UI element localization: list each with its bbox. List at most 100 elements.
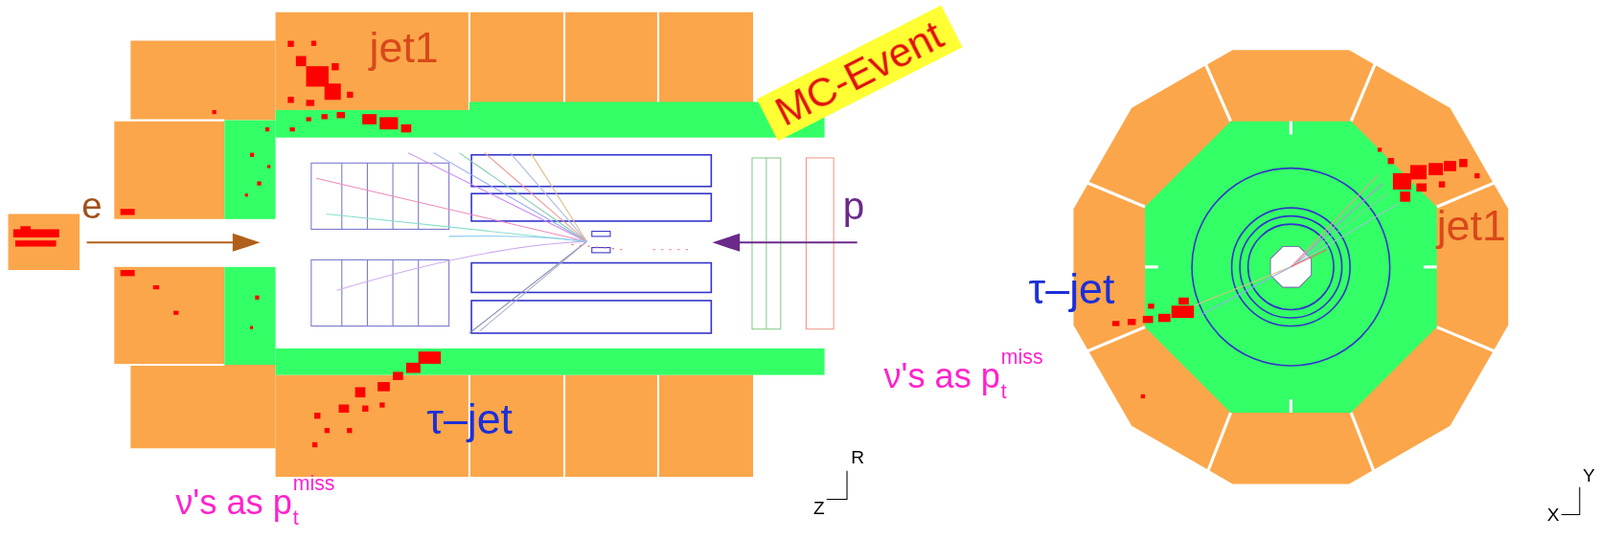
calorimeter-hadronic-part — [8, 213, 81, 271]
axis-symbol — [826, 471, 1580, 516]
particle-tracks-part — [316, 178, 587, 242]
axis-symbol-part — [1561, 487, 1580, 516]
end-view-calorimeter — [1073, 49, 1509, 484]
calorimeter-hits-part — [306, 99, 316, 106]
end-view-hits-part — [1399, 191, 1411, 203]
calorimeter-electromagnetic-part — [275, 348, 825, 376]
calorimeter-hits-part — [377, 382, 390, 392]
superscript: miss — [1001, 346, 1044, 368]
calorimeter-hits-part — [312, 442, 318, 448]
calorimeter-hits-part — [250, 153, 254, 158]
end-view-hits-part — [1178, 297, 1189, 305]
end-view-dividers-part — [1202, 56, 1232, 122]
calorimeter-hits-part — [379, 116, 398, 130]
end-view-hits-part — [1393, 173, 1412, 190]
forward-tracker-part — [417, 259, 419, 326]
end-view-ticks — [1144, 121, 1438, 413]
forward-tracker — [311, 162, 450, 326]
superscript: miss — [293, 473, 336, 495]
calorimeter-hits — [13, 41, 441, 449]
subscript: t — [293, 507, 299, 529]
end-view-tracks-part — [1290, 193, 1388, 268]
end-view-dividers-part — [1437, 327, 1506, 357]
calorimeter-hits-part — [314, 412, 320, 419]
calorimeter-hits-part — [362, 406, 368, 412]
end-view-hits-part — [1388, 158, 1395, 164]
tracker-chambers-part — [471, 263, 711, 294]
end-view-tracks-part — [1198, 267, 1291, 317]
end-view-hits-part — [1142, 316, 1154, 323]
end-view-hits-part — [1147, 303, 1154, 309]
tracker-chambers-part — [592, 248, 611, 253]
calorimeter-hits-part — [355, 387, 366, 398]
forward-tracker-part — [311, 259, 450, 326]
calorimeter-hits-part — [245, 193, 249, 197]
end-view-hits-part — [1127, 319, 1137, 325]
calorimeter-hits-part — [287, 96, 294, 103]
end-view-em-calorimeter-part — [1144, 121, 1438, 413]
particle-tracks-part — [530, 153, 588, 243]
watermark-box: MC-Event — [756, 5, 962, 141]
axis-label: X — [1547, 505, 1560, 526]
calorimeter-hits-part — [336, 112, 345, 118]
beam-label: p — [843, 186, 866, 228]
beam-arrows-part — [711, 233, 740, 252]
end-view-hits-part — [1474, 173, 1480, 179]
calorimeter-electromagnetic-part — [224, 267, 275, 366]
calorimeter-dividers-part — [657, 12, 660, 111]
end-view-tracker — [1191, 168, 1391, 366]
end-view-hits-part — [1459, 159, 1468, 168]
calorimeter-hits-part — [120, 208, 136, 215]
end-view-tracks-part — [1290, 183, 1383, 268]
forward-tracker-part — [366, 162, 368, 229]
end-view-calorimeter-part — [1073, 49, 1509, 484]
calorimeter-hits-part — [120, 270, 136, 276]
particle-tracks-part — [480, 241, 588, 332]
calorimeter-hits-part — [406, 363, 421, 374]
jet-label: τ–jet — [1028, 267, 1116, 313]
beam-arrows-part — [232, 233, 261, 252]
tracker-chambers-part — [471, 300, 711, 334]
missing-pt-label: ν's as p — [883, 359, 1001, 396]
end-view-hits-part — [1112, 320, 1120, 326]
calorimeter-hits-part — [153, 285, 160, 290]
forward-tracker-part — [341, 162, 343, 229]
end-view-ticks-part — [1144, 265, 1159, 269]
calorimeter-hadronic — [8, 12, 755, 478]
axis-label: R — [850, 448, 865, 468]
calorimeter-hits-part — [324, 83, 342, 100]
end-view-hits-part — [1416, 183, 1427, 193]
calorimeter-hits-part — [392, 371, 404, 381]
particle-tracks-part — [653, 249, 695, 251]
end-view-dividers-part — [1350, 52, 1380, 121]
end-view-hits-part — [1141, 394, 1145, 399]
end-view-tracks-part — [1290, 250, 1326, 268]
calorimeter-hits-part — [331, 63, 339, 70]
particle-tracks — [316, 153, 694, 334]
calorimeter-hits-part — [13, 228, 60, 238]
end-view-tracker-part — [1191, 168, 1391, 366]
end-view-tracker-part — [1248, 224, 1334, 310]
end-view-ticks-part — [1423, 265, 1438, 269]
calorimeter-hadronic-part — [275, 375, 754, 478]
calorimeter-electromagnetic-part — [224, 120, 275, 220]
calorimeter-hits-part — [212, 110, 217, 115]
end-view-hits-part — [1410, 164, 1427, 180]
calorimeter-hits-part — [362, 114, 377, 125]
calorimeter-hits-part — [289, 127, 295, 132]
calorimeter-hits-part — [267, 164, 271, 168]
calorimeter-hadronic-part — [275, 12, 754, 111]
forward-tracker-part — [341, 259, 343, 326]
beam-label: e — [81, 186, 102, 226]
calorimeter-hits-part — [287, 41, 294, 47]
calorimeter-hits-part — [256, 181, 261, 185]
beam-arrows-part — [736, 241, 858, 244]
calorimeter-hadronic-part — [114, 267, 275, 449]
end-view-dividers-part — [1350, 412, 1378, 481]
calorimeter-hits-part — [265, 127, 270, 132]
calorimeter-hits-part — [20, 226, 31, 230]
end-view-tracks-part — [1193, 267, 1291, 306]
calorimeter-electromagnetic — [224, 101, 824, 375]
end-view-em-calorimeter — [1144, 121, 1438, 413]
watermark-text: MC-Event — [768, 13, 950, 135]
